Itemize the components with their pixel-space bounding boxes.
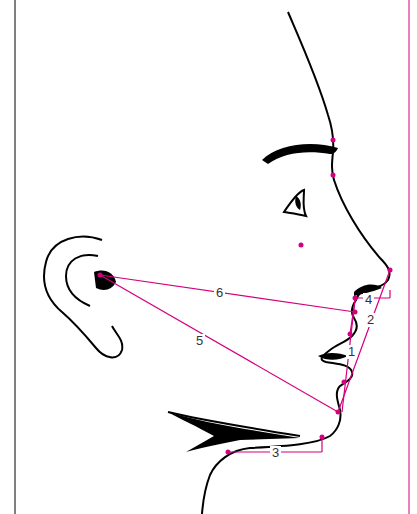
- callout-number: 4: [363, 293, 374, 307]
- callout-number: 3: [270, 446, 281, 460]
- callout-number: 1: [346, 345, 357, 359]
- callout-number: 5: [194, 334, 205, 348]
- callout-number: 2: [365, 313, 376, 327]
- callout-number: 6: [214, 286, 225, 300]
